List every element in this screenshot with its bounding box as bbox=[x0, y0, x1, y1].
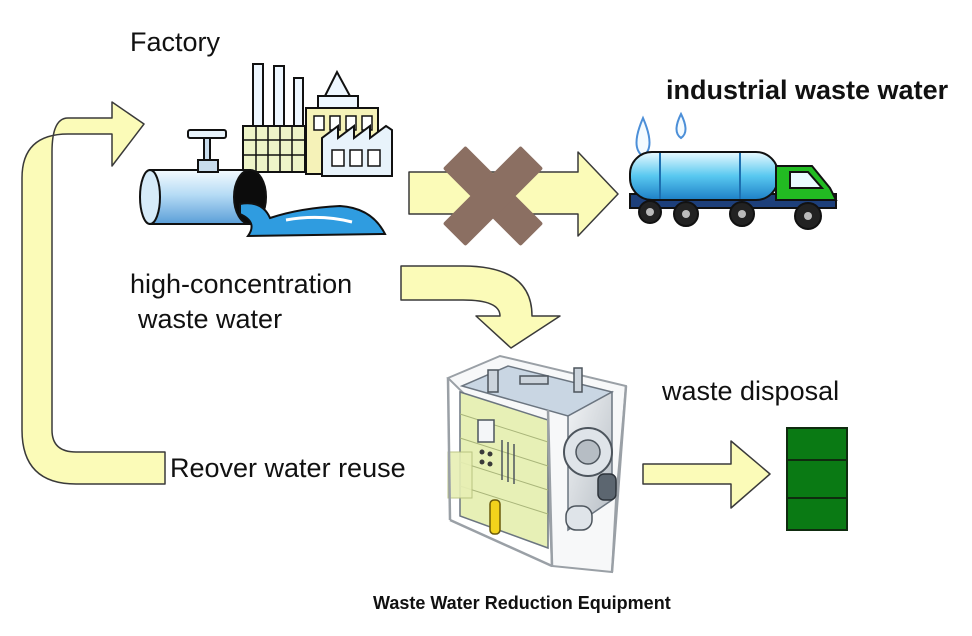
factory-with-pipe-icon bbox=[139, 63, 393, 238]
down-curve-arrow bbox=[400, 265, 561, 349]
recover-water-reuse-label: Reover water reuse bbox=[170, 453, 406, 483]
recycle-arrow bbox=[21, 101, 166, 485]
tanker-truck-icon bbox=[629, 111, 838, 230]
equipment-caption: Waste Water Reduction Equipment bbox=[373, 593, 671, 613]
factory-label: Factory bbox=[130, 27, 221, 57]
high-concentration-label-line1: high-concentration bbox=[130, 269, 353, 299]
industrial-waste-water-label: industrial waste water bbox=[666, 75, 949, 105]
waste-water-reduction-equipment-icon bbox=[446, 354, 628, 574]
x-mark-icon bbox=[443, 146, 543, 246]
waste-drum-icon bbox=[786, 427, 848, 531]
disposal-arrow bbox=[642, 440, 771, 509]
waste-disposal-label: waste disposal bbox=[662, 376, 840, 406]
high-concentration-label-line2: waste water bbox=[138, 304, 283, 334]
